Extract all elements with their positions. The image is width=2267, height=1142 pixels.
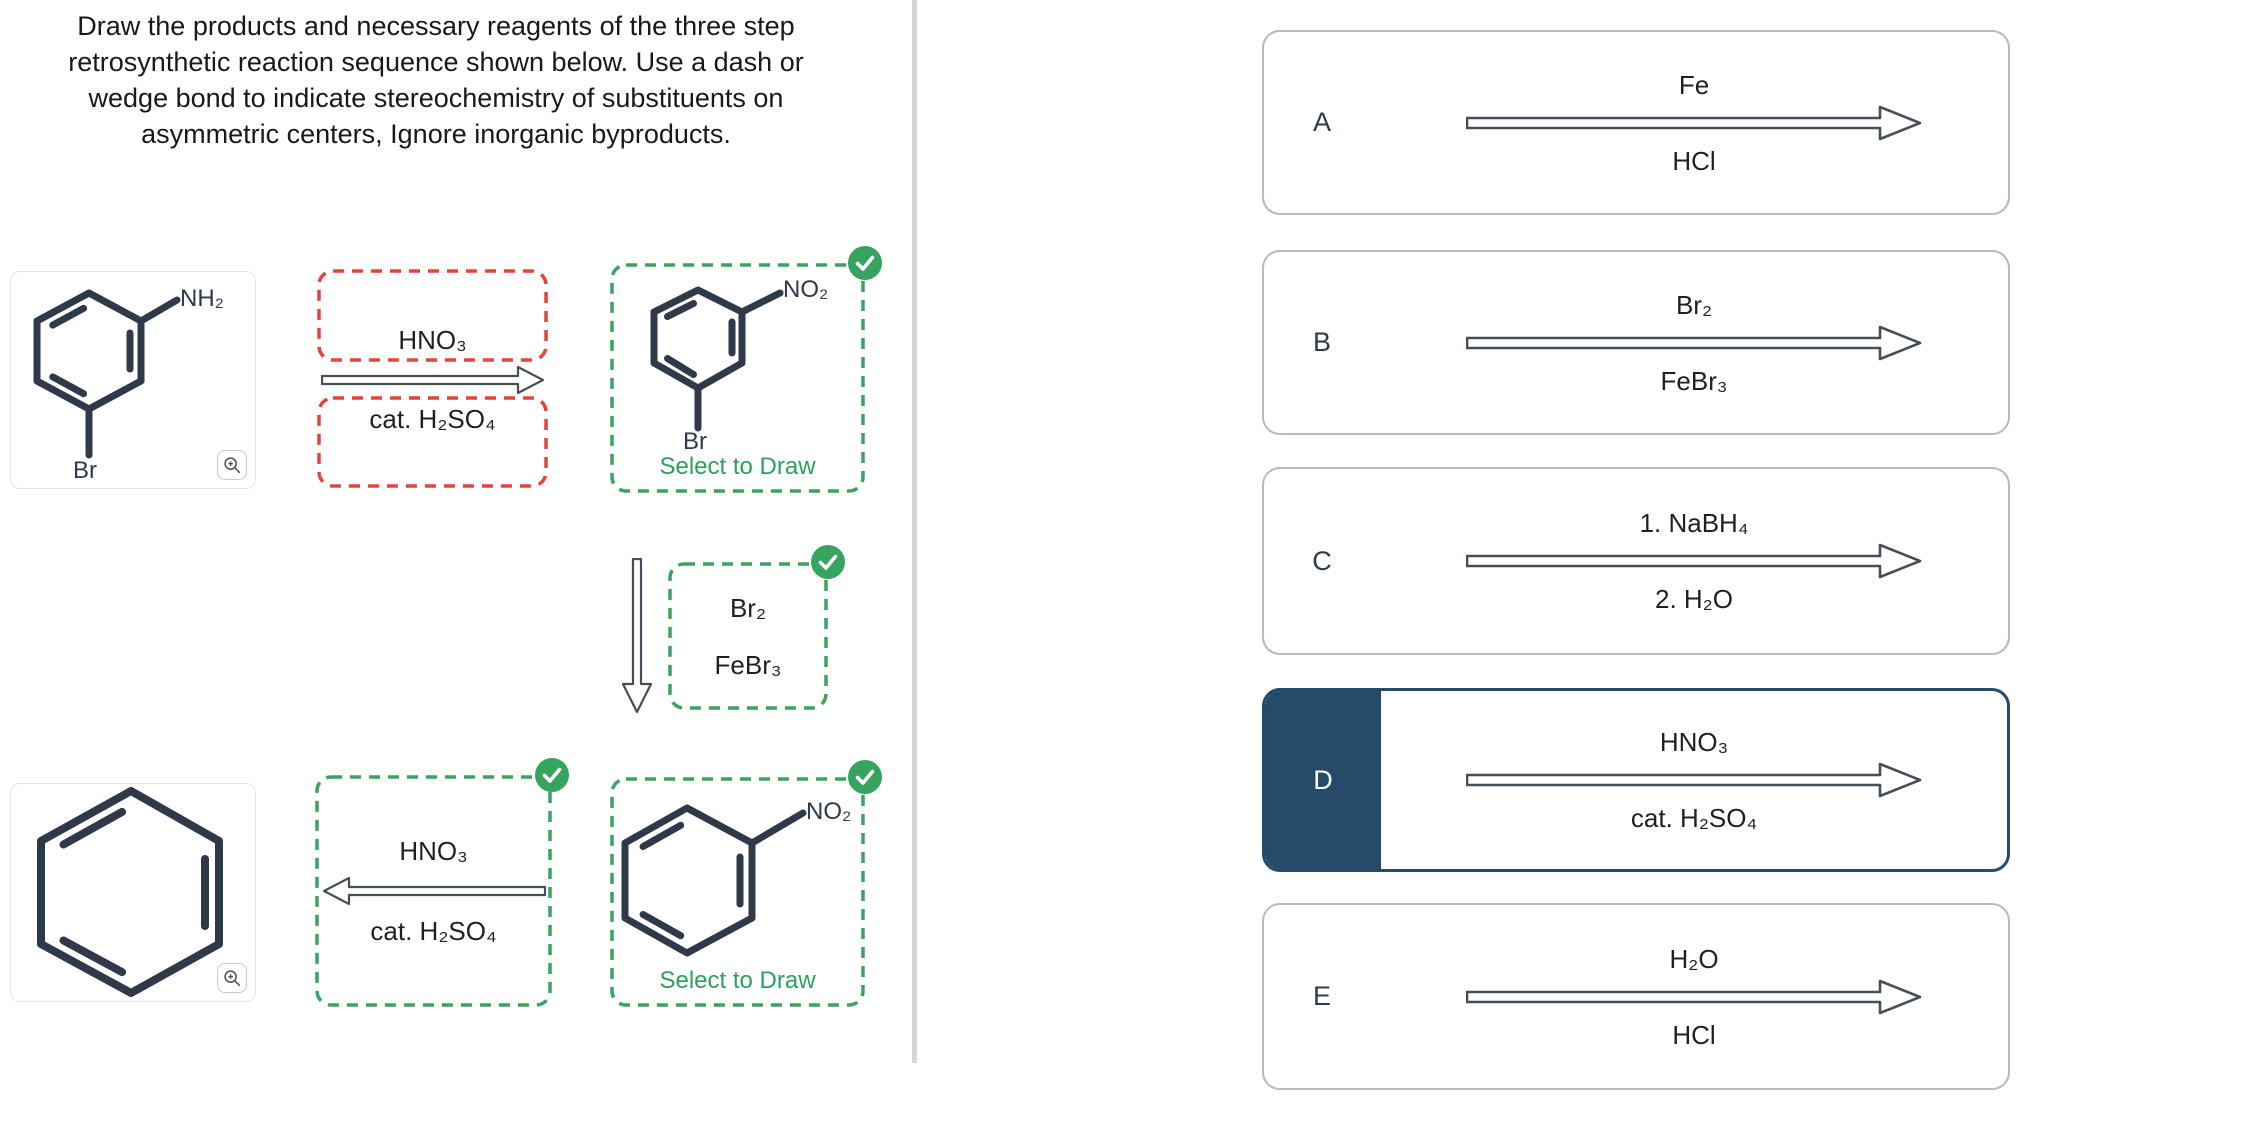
reaction-arrow-right-icon	[1466, 762, 1922, 798]
option-top-reagent: HNO₃	[1659, 727, 1729, 757]
step2-top-reagent: Br₂	[729, 592, 767, 623]
no2-label: NO₂	[806, 798, 851, 825]
step2-bottom-reagent: FeBr₃	[714, 649, 782, 680]
br-label: Br	[73, 457, 97, 484]
checkmark-icon	[535, 758, 569, 792]
option-bottom-reagent: HCl	[1672, 1019, 1716, 1050]
zoom-in-button[interactable]	[217, 963, 247, 993]
step1-top-reagent: HNO₃	[398, 325, 467, 355]
option-letter: A	[1312, 107, 1331, 137]
option-letter: D	[1265, 691, 1381, 869]
green-dashed-border	[610, 263, 865, 493]
option-top-reagent: 1. NaBH₄	[1639, 508, 1749, 538]
benzene-structure	[37, 787, 223, 997]
product3-structure: NO₂	[621, 798, 851, 957]
green-dashed-border	[315, 775, 552, 1007]
green-dashed-border	[610, 777, 865, 1007]
reaction-arrow-down-icon	[621, 558, 653, 714]
nh2-label: NH₂	[180, 285, 224, 312]
red-dashed-border	[317, 269, 548, 362]
reaction-arrow-left-icon	[322, 876, 546, 906]
step1-reagent-slot-top[interactable]: HNO₃	[317, 269, 548, 362]
option-letter: C	[1312, 545, 1332, 576]
product3-select-to-draw[interactable]: NO₂ Select to Draw	[610, 760, 882, 1007]
option-card-b[interactable]: B Br₂ FeBr₃	[1262, 250, 2010, 435]
option-bottom-reagent: FeBr₃	[1660, 365, 1728, 396]
zoom-in-button[interactable]	[217, 450, 247, 480]
select-to-draw-label: Select to Draw	[659, 453, 816, 480]
option-letter: E	[1312, 981, 1331, 1011]
option-card-d[interactable]: D HNO₃ cat. H₂SO₄	[1262, 688, 2010, 872]
step3-bottom-reagent: cat. H₂SO₄	[370, 916, 497, 946]
step3-top-reagent: HNO₃	[399, 836, 468, 866]
option-card-e[interactable]: E H₂O HCl	[1262, 903, 2010, 1090]
option-top-reagent: Fe	[1678, 69, 1710, 100]
option-bottom-reagent: cat. H₂SO₄	[1630, 803, 1758, 833]
step1-bottom-reagent: cat. H₂SO₄	[369, 404, 496, 434]
option-bottom-reagent: 2. H₂O	[1655, 584, 1733, 614]
magnifier-icon	[224, 457, 241, 474]
benzene-molecule-thumbnail	[10, 783, 256, 1002]
red-dashed-border	[317, 396, 548, 488]
step1-reagent-slot-bottom[interactable]: cat. H₂SO₄	[317, 396, 548, 488]
select-to-draw-label: Select to Draw	[659, 967, 816, 994]
option-bottom-reagent: HCl	[1672, 145, 1716, 176]
checkmark-icon	[811, 545, 845, 579]
product1-structure: NO₂ Br	[650, 276, 828, 455]
option-letter: B	[1312, 327, 1331, 357]
problem-title: Draw the products and necessary reagents…	[68, 11, 804, 149]
option-top-reagent: H₂O	[1669, 943, 1719, 974]
checkmark-icon	[848, 246, 882, 280]
option-card-c[interactable]: C 1. NaBH₄ 2. H₂O	[1262, 467, 2010, 655]
reaction-arrow-right-icon	[1466, 543, 1922, 579]
reaction-arrow-right-icon	[1466, 979, 1922, 1014]
option-top-reagent: Br₂	[1675, 289, 1713, 320]
reaction-arrow-right-icon	[1466, 325, 1922, 360]
reaction-arrow-right-icon	[1466, 105, 1922, 140]
green-dashed-border	[668, 562, 828, 710]
start-molecule-thumbnail: NH₂ Br	[10, 271, 256, 489]
product1-select-to-draw[interactable]: NO₂ Br Select to Draw	[610, 246, 882, 493]
magnifier-icon	[224, 970, 241, 987]
step2-reagent-answer[interactable]: Br₂ FeBr₃	[668, 545, 845, 710]
option-card-a[interactable]: A Fe HCl	[1262, 30, 2010, 215]
step3-reagent-answer[interactable]: HNO₃ cat. H₂SO₄	[315, 758, 569, 1007]
no2-label: NO₂	[783, 276, 828, 303]
br-label: Br	[683, 428, 707, 455]
start-molecule-structure: NH₂ Br	[33, 285, 224, 484]
checkmark-icon	[848, 760, 882, 794]
panel-divider	[912, 0, 917, 1063]
reaction-arrow-right-icon	[321, 365, 545, 395]
